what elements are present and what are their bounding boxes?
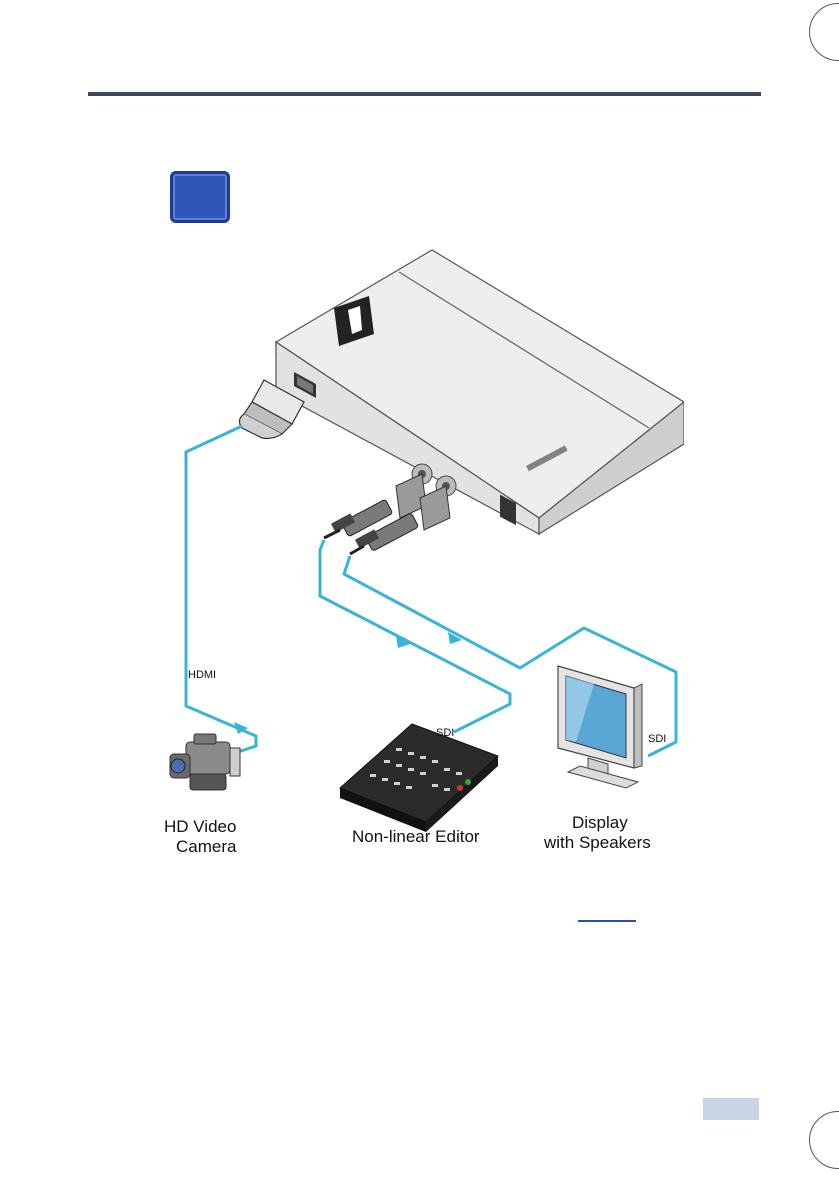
- display-icon: [558, 666, 642, 788]
- hole-punch: [809, 1111, 839, 1169]
- sdi-display-label: SDI: [648, 733, 666, 745]
- hdmi-cable: [186, 426, 256, 756]
- step-number-box: [170, 171, 230, 223]
- camera-label-line1: HD Video: [164, 817, 236, 836]
- hd-video-camera-icon: [170, 734, 240, 790]
- sdi-cable-editor: [320, 540, 510, 732]
- non-linear-editor-icon: [340, 724, 498, 832]
- hole-punch: [809, 3, 839, 61]
- scaler-device: [276, 250, 684, 534]
- connection-diagram: HDMI SDI SDI HD Video Camera Non-linear …: [164, 248, 684, 852]
- cross-reference-link[interactable]: [578, 920, 636, 922]
- display-label-line2: with Speakers: [543, 833, 651, 852]
- hdmi-label: HDMI: [188, 669, 216, 681]
- sdi-editor-label: SDI: [436, 727, 454, 739]
- camera-label-line2: Camera: [176, 837, 237, 852]
- header-rule: [88, 92, 761, 96]
- display-label-line1: Display: [572, 813, 628, 832]
- page-number-box: [703, 1098, 759, 1120]
- editor-label: Non-linear Editor: [352, 827, 480, 846]
